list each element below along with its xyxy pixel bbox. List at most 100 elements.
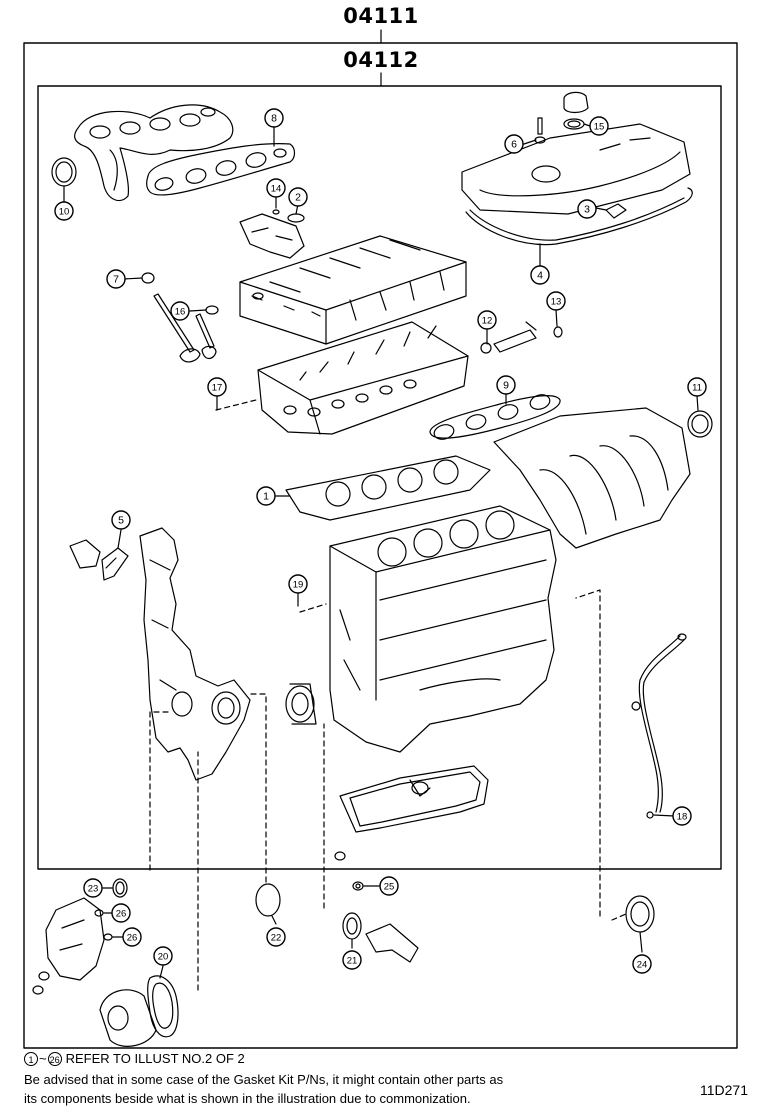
ring-15 — [563, 118, 585, 130]
callout-19: 19 — [288, 574, 308, 594]
cylinder-block — [329, 505, 557, 753]
valve-stem — [141, 272, 219, 363]
callout-18: 18 — [672, 806, 692, 826]
outer-kit-frame — [23, 42, 738, 1049]
callout-17: 17 — [207, 377, 227, 397]
callout-circle — [589, 116, 609, 136]
callout-circle — [496, 375, 516, 395]
callout-circle — [256, 486, 276, 506]
callout-7: 7 — [106, 269, 126, 289]
intake-manifold-gasket — [429, 394, 561, 440]
refer-note: 1 ~ 26 REFER TO ILLUST NO.2 OF 2 — [24, 1050, 245, 1068]
callout-8: 8 — [264, 108, 284, 128]
bolt-6 — [534, 117, 546, 144]
callout-number: 1 — [263, 491, 269, 503]
callout-20: 20 — [153, 946, 173, 966]
callout-number: 14 — [271, 184, 282, 195]
exhaust-manifold-gasket — [146, 143, 296, 196]
callout-circle — [266, 178, 286, 198]
callout-number: 15 — [594, 122, 605, 133]
seal-23 — [112, 878, 128, 898]
gasket-22 — [255, 883, 281, 917]
water-outlet — [69, 539, 129, 581]
oil-seal-10 — [51, 157, 77, 187]
oil-filler-cap — [563, 91, 589, 114]
ref-tilde: ~ — [39, 1051, 47, 1066]
cylinder-head-cover — [461, 123, 691, 215]
callout-circle — [122, 927, 142, 947]
water-pump-pulley — [99, 989, 157, 1047]
callout-circle — [111, 510, 131, 530]
callout-number: 11 — [692, 383, 702, 394]
advisory-note-line-1: Be advised that in some case of the Gask… — [24, 1072, 504, 1087]
callout-number: 22 — [271, 933, 282, 944]
callout-15: 15 — [589, 116, 609, 136]
callout-5: 5 — [111, 510, 131, 530]
callout-circle — [83, 878, 103, 898]
oil-strainer — [365, 923, 419, 963]
callout-number: 6 — [511, 139, 517, 151]
callout-number: 10 — [59, 207, 70, 218]
callout-circle — [379, 876, 399, 896]
camshaft-housing — [239, 235, 467, 345]
plug-tube — [480, 321, 563, 354]
callout-circle — [54, 201, 74, 221]
callout-circle — [632, 954, 652, 974]
callout-number: 13 — [551, 297, 562, 308]
callout-number: 7 — [113, 274, 119, 286]
callout-number: 20 — [158, 952, 169, 963]
callout-1: 1 — [256, 486, 276, 506]
callout-number: 26 — [116, 909, 127, 920]
intake-manifold — [493, 407, 713, 549]
callout-number: 16 — [175, 307, 186, 318]
callout-number: 21 — [347, 956, 358, 967]
callout-10: 10 — [54, 201, 74, 221]
callout-12: 12 — [477, 310, 497, 330]
callout-number: 24 — [637, 960, 648, 971]
advisory-note-line-2: its components beside what is shown in t… — [24, 1091, 471, 1106]
callout-circle — [577, 199, 597, 219]
callout-number: 4 — [537, 270, 543, 282]
callout-circle — [672, 806, 692, 826]
cylinder-head-cover-gasket — [465, 187, 693, 246]
cylinder-head — [257, 321, 469, 435]
callout-circle — [477, 310, 497, 330]
callout-6: 6 — [504, 134, 524, 154]
callout-26: 26 — [122, 927, 142, 947]
callout-number: 26 — [127, 933, 138, 944]
callout-number: 23 — [88, 884, 99, 895]
callout-number: 9 — [503, 380, 509, 392]
callout-11: 11 — [687, 377, 707, 397]
callout-circle — [266, 927, 286, 947]
callout-number: 17 — [212, 383, 223, 394]
callout-number: 25 — [384, 882, 395, 893]
callout-circle — [111, 903, 131, 923]
callout-number: 8 — [271, 113, 277, 125]
callout-2: 2 — [288, 187, 308, 207]
ref-text: REFER TO ILLUST NO.2 OF 2 — [65, 1051, 245, 1066]
callout-9: 9 — [496, 375, 516, 395]
callout-circle — [687, 377, 707, 397]
callout-circle — [504, 134, 524, 154]
callout-number: 2 — [295, 192, 301, 204]
cylinder-head-gasket — [285, 455, 491, 521]
callout-circle — [530, 265, 550, 285]
callout-leaders — [63, 123, 699, 979]
callout-circle — [153, 946, 173, 966]
exhaust-manifold — [74, 104, 234, 202]
washer-25 — [352, 881, 364, 891]
callout-26: 26 — [111, 903, 131, 923]
callout-circle — [546, 291, 566, 311]
ref-end-number: 26 — [47, 1052, 62, 1066]
callout-25: 25 — [379, 876, 399, 896]
callout-circle — [207, 377, 227, 397]
crankshaft-seal — [285, 683, 317, 725]
callout-3: 3 — [577, 199, 597, 219]
callout-circle — [170, 301, 190, 321]
callout-circle — [288, 574, 308, 594]
callout-number: 19 — [293, 580, 304, 591]
callout-circle — [106, 269, 126, 289]
